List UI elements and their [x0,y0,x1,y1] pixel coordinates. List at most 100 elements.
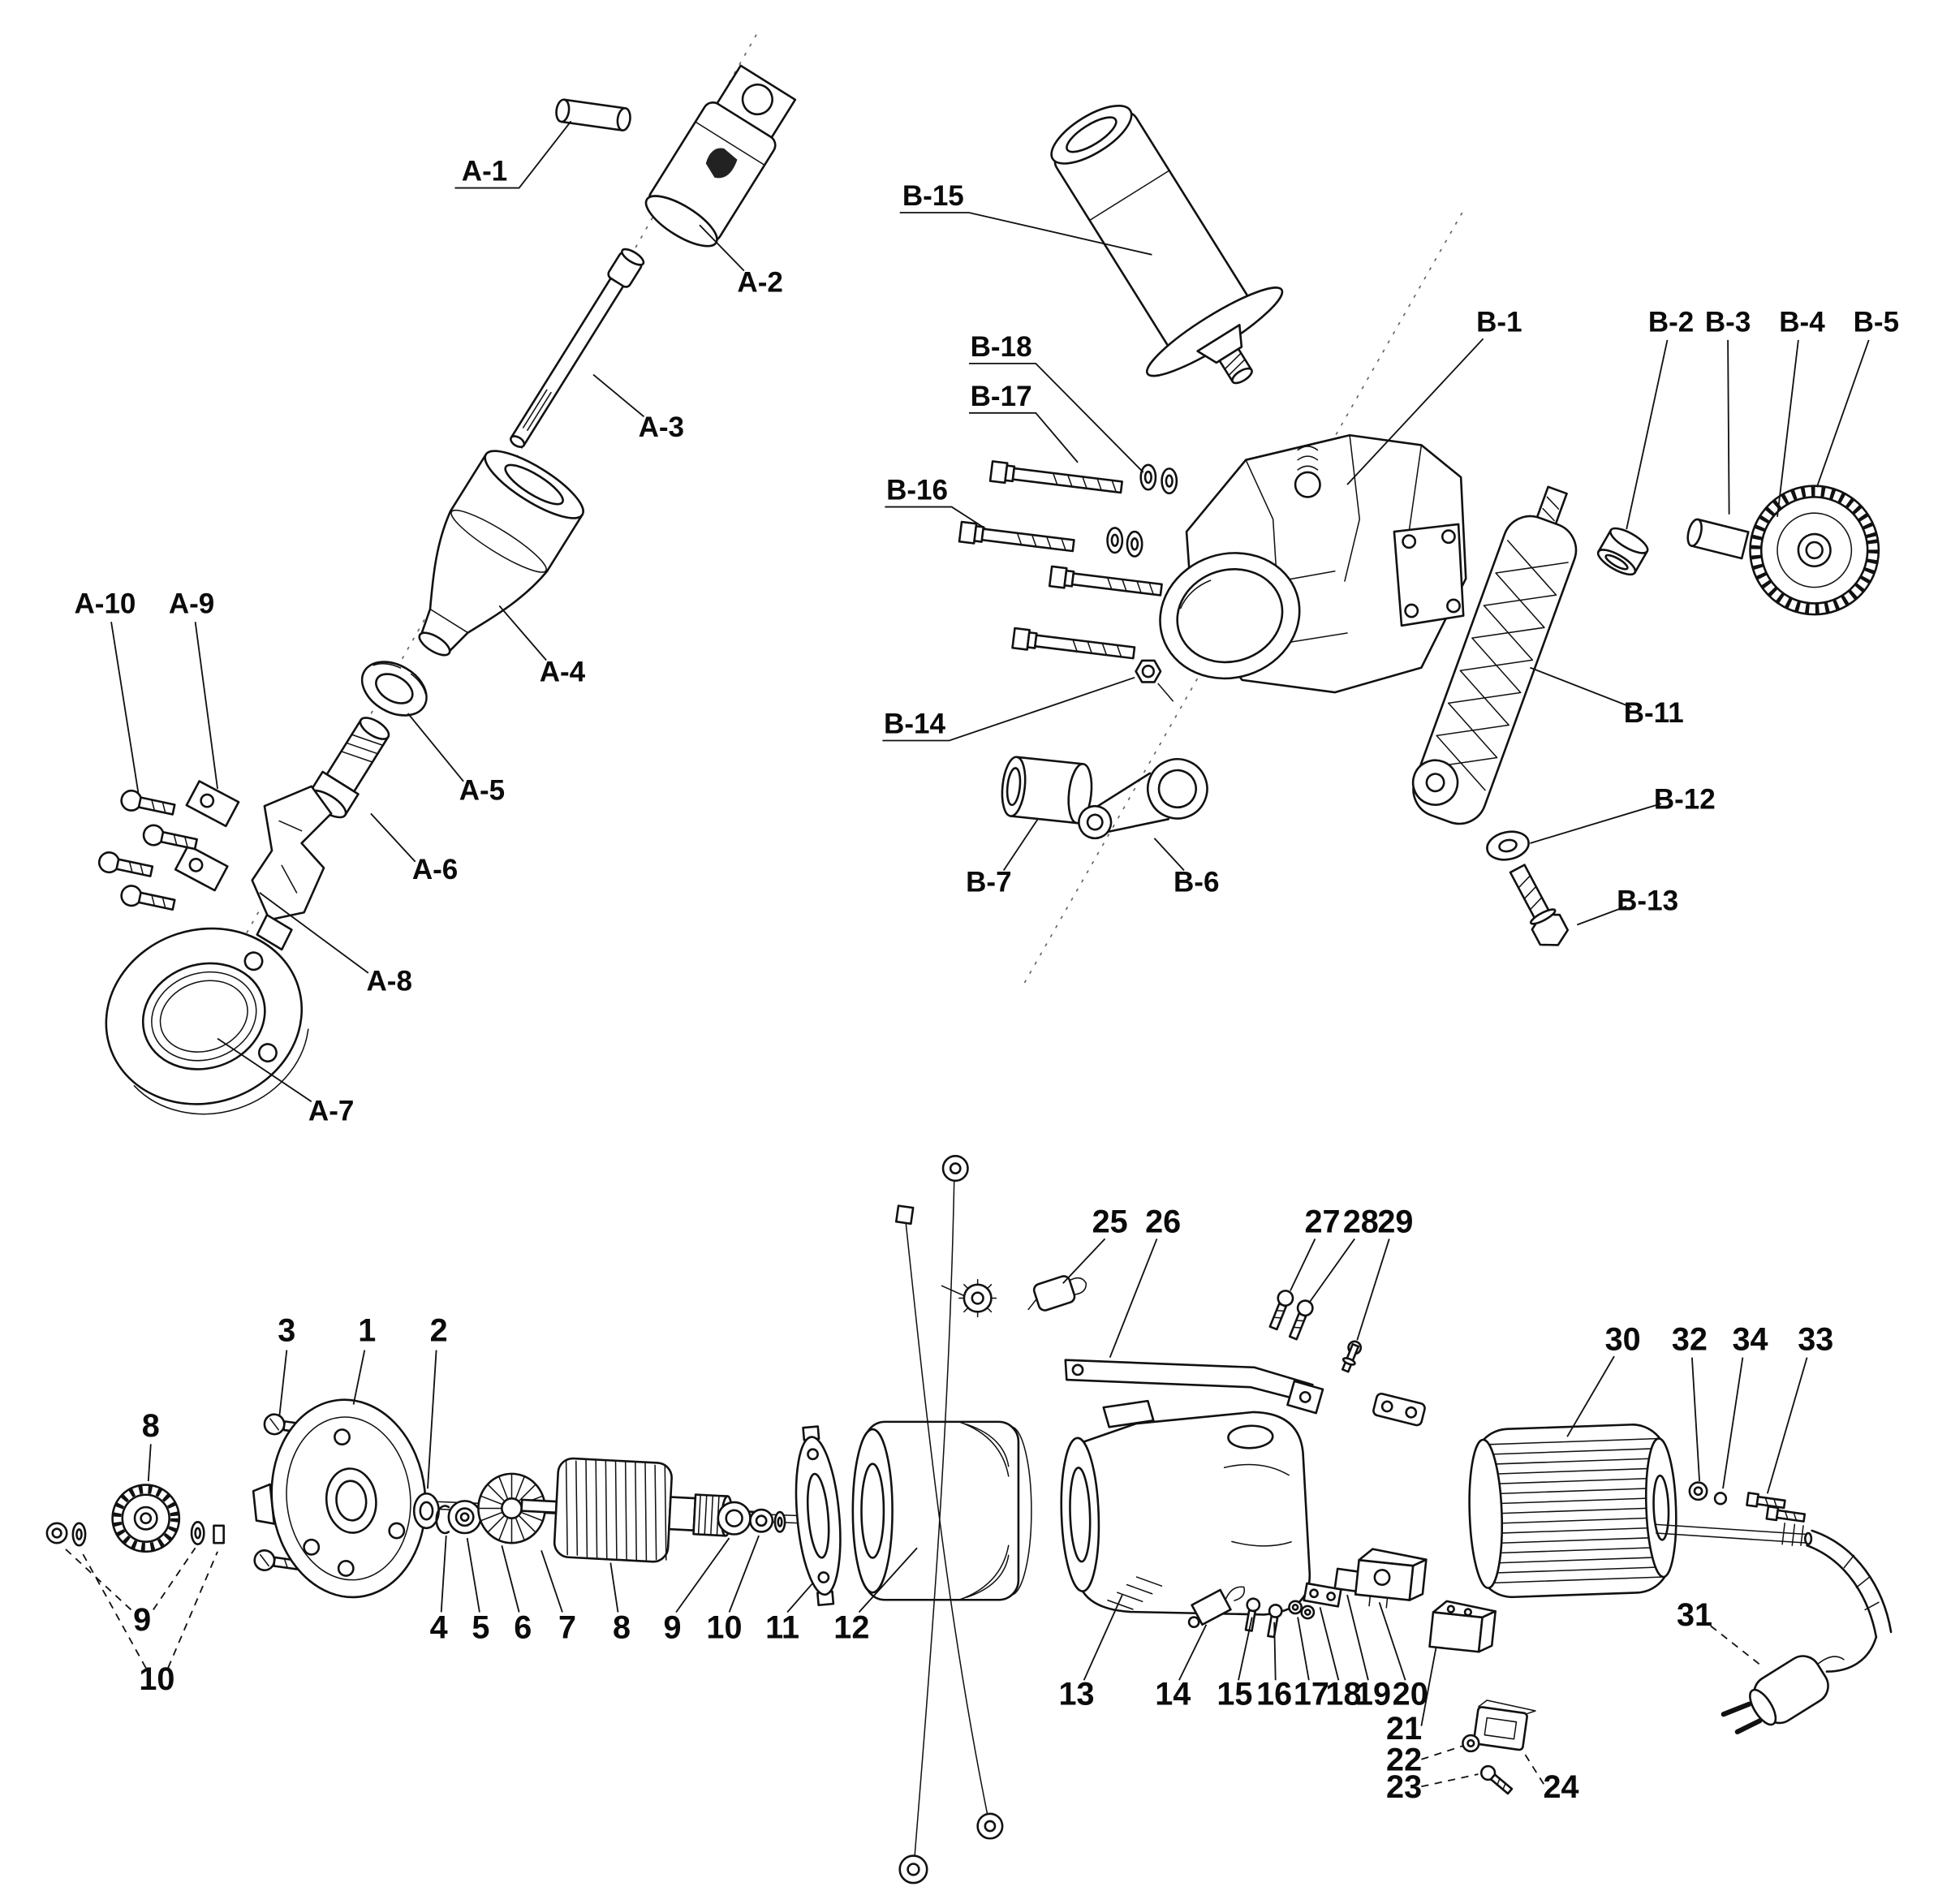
part-label-main-6-8: 6 [514,1609,532,1645]
part-label-main-16-18: 16 [1256,1677,1292,1712]
part-washers-mid [1106,527,1143,558]
section-b-gear-housing-assembly [958,104,1880,990]
part-33-screws [1746,1492,1807,1523]
section-a-chuck-assembly [97,34,797,1115]
leader-main-9-4-0 [63,1547,132,1611]
leader-B-B-6-6-0 [1153,838,1185,872]
part-b4-b5-gear [1749,485,1880,616]
leader-B-B-7-5-0 [1002,817,1040,871]
part-label-main-32-33: 32 [1672,1321,1708,1357]
part-label-B-B-17-2: B-17 [971,381,1032,412]
part-label-B-B-12-13: B-12 [1654,783,1716,815]
part-label-A-A-6-5: A-6 [412,854,458,885]
part-label-B-B-7-5: B-7 [966,866,1011,898]
part-label-main-1-1: 1 [358,1313,376,1349]
part-terminal-bracket [1372,1392,1426,1427]
part-label-main-23-25: 23 [1386,1769,1422,1805]
part-label-B-B-6-6: B-6 [1174,866,1219,898]
leader-A-A-6-5-0 [370,812,416,863]
leader-B-B-14-4-0 [882,676,1135,742]
part-9-bearing [717,1501,752,1536]
part-a9-clamp-blocks [174,780,240,892]
part-label-main-8-10: 8 [613,1609,631,1645]
leader-main-9-11-0 [675,1537,730,1613]
part-label-main-17-19: 17 [1294,1677,1329,1712]
part-label-B-B-14-4: B-14 [884,708,945,739]
wire-leads [894,1155,1004,1885]
part-label-main-18-20: 18 [1325,1677,1361,1712]
part-b1-gear-housing [1159,433,1467,694]
part-label-main-12-14: 12 [833,1609,869,1645]
part-4-circlip [435,1505,450,1535]
leader-main-33-35-0 [1766,1357,1808,1494]
part-1-bearing-plate [252,1398,427,1599]
part-label-B-B-4-10: B-4 [1779,306,1825,338]
part-8-bevel-gear-left [111,1484,181,1553]
leader-B-B-2-8-0 [1626,339,1669,530]
part-b16-bolt [958,520,1075,553]
leader-main-7-9-0 [540,1550,563,1613]
part-a7-lock-ring [105,927,309,1115]
part-b17-bolt [988,460,1123,494]
leader-A-A-3-2-0 [592,373,645,418]
part-label-main-10-5: 10 [139,1661,174,1697]
part-b7-bushing [1001,756,1093,825]
leader-main-16-18-0 [1273,1622,1277,1681]
leader-A-A-5-4-0 [407,713,464,782]
part-21-capacitor [1428,1600,1497,1653]
part-32-washer [1688,1481,1708,1501]
part-23-screw [1479,1764,1514,1795]
part-22-washer [1462,1734,1480,1753]
part-27-28-screws [1268,1290,1314,1341]
part-label-B-B-11-12: B-11 [1624,697,1684,729]
part-label-main-22-24: 22 [1386,1742,1422,1777]
part-label-main-10-12: 10 [706,1609,742,1645]
part-label-main-24-26: 24 [1543,1769,1578,1805]
part-label-main-3-0: 3 [278,1313,295,1349]
leader-main-20-22-0 [1378,1602,1406,1681]
part-label-A-A-8-7: A-8 [367,965,412,997]
part-b15-side-handle [1050,104,1284,385]
part-a4-chuck-body [418,450,584,657]
leader-main-10-5-0 [80,1551,147,1669]
leader-main-10-12-0 [728,1535,760,1613]
leader-main-11-13-0 [786,1582,814,1613]
leader-main-24-26-0 [1522,1750,1544,1785]
leader-B-B-5-11-0 [1815,339,1870,488]
part-label-B-B-18-1: B-18 [971,331,1032,363]
part-b2-spacer-ring [1596,527,1649,576]
part-label-A-A-7-6: A-7 [308,1095,354,1126]
part-label-main-25-27: 25 [1092,1204,1128,1240]
leader-main-2-2-0 [427,1350,437,1489]
part-30-field-housing [1468,1424,1677,1599]
leader-main-8-3-0 [147,1444,152,1482]
leader-B-B-3-9-0 [1727,339,1730,515]
leader-B-B-15-0-0 [899,212,1152,256]
part-a3-shaft [510,248,645,448]
part-label-main-19-21: 19 [1355,1677,1391,1712]
part-label-main-33-35: 33 [1798,1321,1833,1357]
leader-main-5-7-0 [466,1537,480,1613]
leader-main-1-1-0 [352,1350,366,1405]
part-label-main-7-9: 7 [558,1609,576,1645]
part-a2-socket [644,64,797,248]
part-label-A-A-1-0: A-1 [462,156,507,187]
leader-A-A-8-7-0 [259,892,369,974]
part-label-main-26-28: 26 [1145,1204,1181,1240]
part-label-B-B-13-14: B-13 [1617,885,1678,916]
part-label-main-2-2: 2 [430,1313,448,1349]
part-b11-brace-plate [1411,485,1578,825]
leader-main-6-8-0 [501,1544,520,1613]
part-18-plate [1303,1582,1342,1608]
leader-main-28-30-0 [1308,1238,1355,1304]
part-label-main-13-15: 13 [1058,1677,1094,1712]
part-label-main-34-34: 34 [1732,1321,1768,1357]
leader-main-30-32-0 [1566,1355,1615,1437]
leader-A-A-4-3-0 [498,605,547,661]
part-26-lever [1064,1359,1324,1415]
part-12-stator [851,1420,1032,1601]
part-label-B-B-2-8: B-2 [1648,306,1694,338]
part-b14-nut [1135,659,1174,702]
leader-B-B-11-12-0 [1530,666,1632,709]
part-a10-screws [97,789,198,911]
